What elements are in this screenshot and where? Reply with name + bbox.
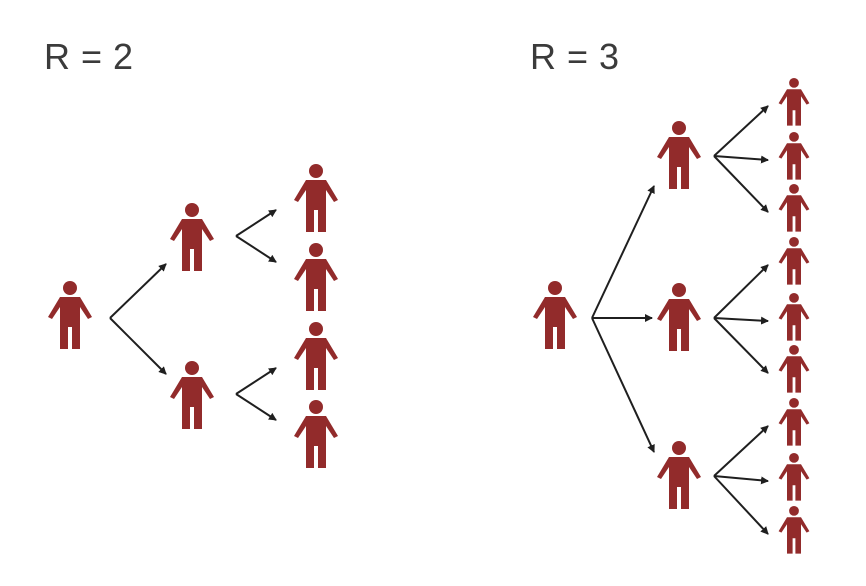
person-r3-gen2-2	[778, 132, 810, 180]
person-r3-gen2-3	[778, 184, 810, 232]
arrow-r3-gen0-to-1	[591, 185, 655, 319]
person-r2-gen2-2	[294, 243, 338, 311]
arrow-r3-gen1-1-to-2	[713, 155, 769, 164]
panel-title-r3: R = 3	[530, 36, 620, 77]
arrow-r2-gen0-to-b	[109, 317, 167, 375]
arrow-r3-gen0-to-3	[591, 317, 655, 453]
person-r2-gen0	[48, 281, 92, 349]
person-r3-gen2-4	[778, 237, 810, 285]
person-r3-gen2-6	[778, 345, 810, 393]
arrow-r2-a-to-1	[235, 209, 277, 237]
person-r3-gen2-5	[778, 293, 810, 341]
person-r3-gen2-7	[778, 398, 810, 446]
panel-title-r2: R = 2	[44, 36, 134, 77]
arrow-r3-gen1-1-to-3	[713, 155, 769, 213]
arrow-r2-b-to-3	[235, 367, 277, 395]
person-r2-gen1-a	[170, 203, 214, 271]
arrow-r2-gen0-to-a	[109, 263, 167, 319]
person-r2-gen2-1	[294, 164, 338, 232]
person-r3-gen2-8	[778, 453, 810, 501]
people-layer	[48, 78, 810, 554]
arrow-r3-gen1-2-to-1	[713, 264, 769, 319]
person-r3-gen1-3	[657, 441, 701, 509]
arrow-r3-gen1-3-to-2	[713, 475, 769, 485]
person-r3-gen2-9	[778, 506, 810, 554]
person-r2-gen2-3	[294, 322, 338, 390]
person-r3-gen2-1	[778, 78, 810, 126]
arrow-r2-a-to-2	[235, 235, 277, 263]
arrow-r2-b-to-4	[235, 393, 277, 421]
person-r2-gen1-b	[170, 361, 214, 429]
person-r2-gen2-4	[294, 400, 338, 468]
arrow-r3-gen1-2-to-2	[713, 316, 769, 325]
person-r3-gen1-2	[657, 283, 701, 351]
person-r3-gen1-1	[657, 121, 701, 189]
arrow-r3-gen1-1-to-1	[713, 105, 769, 157]
arrow-r3-gen1-3-to-1	[713, 425, 769, 477]
arrow-r3-gen1-3-to-3	[713, 475, 769, 535]
arrows-layer	[109, 105, 769, 535]
person-r3-gen0	[533, 281, 577, 349]
arrow-r3-gen1-2-to-3	[713, 317, 769, 374]
